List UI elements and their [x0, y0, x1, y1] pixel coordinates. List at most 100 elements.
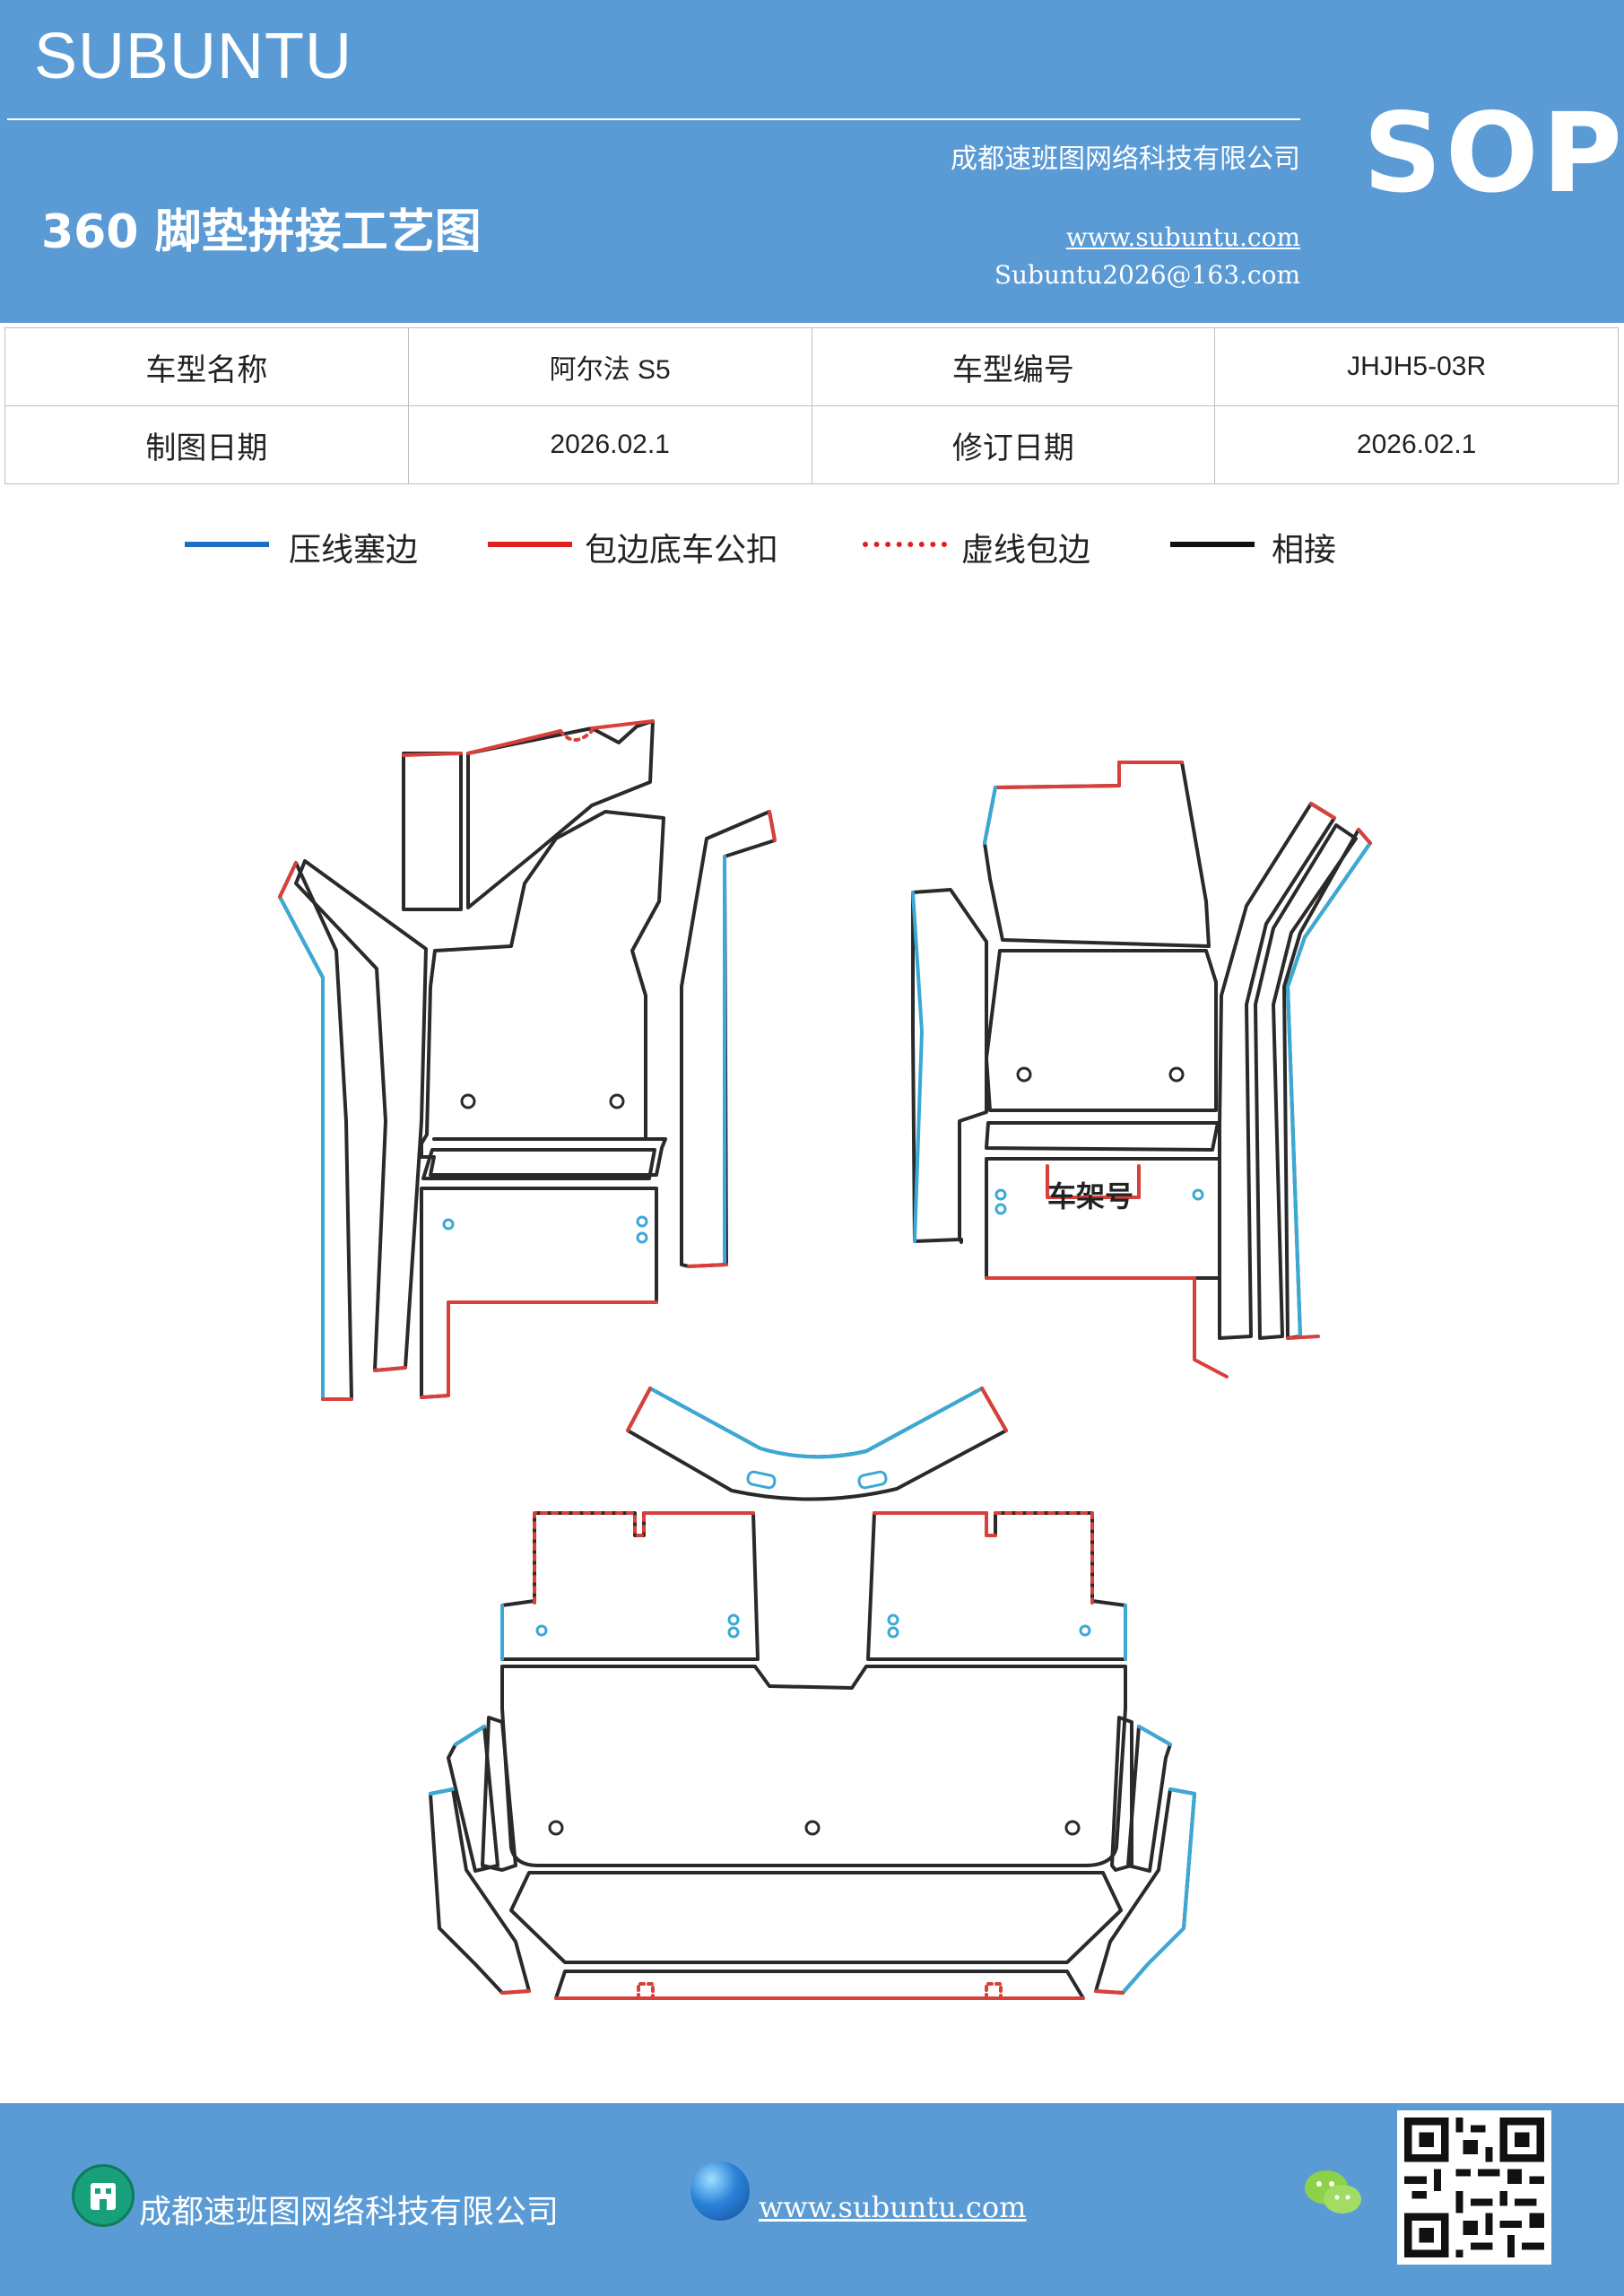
front-left-footwell-top	[466, 719, 655, 909]
rear-main-floor	[500, 1665, 1127, 1867]
front-left-side-strip-outer-edge	[278, 861, 353, 1401]
front-right-door-strip-2	[1254, 823, 1358, 1340]
hole-right-blue-3	[1192, 1188, 1204, 1201]
rear-left-side-strip-3	[429, 1787, 531, 1995]
front-left-door-strip-edge	[687, 810, 777, 1268]
hole-rear-2	[804, 1820, 821, 1836]
rear-slot-right	[857, 1470, 888, 1490]
globe-icon	[690, 2161, 750, 2221]
draw-date-value: 2026.02.1	[407, 405, 812, 484]
front-left-upper-strip	[402, 752, 463, 911]
front-left-door-strip	[680, 810, 777, 1268]
footer-website-link[interactable]: www.subuntu.com	[759, 2190, 1027, 2224]
front-left-footwell-top-edge2	[590, 719, 655, 730]
rear-right-side-strip-3-press	[1121, 1787, 1196, 1995]
legend-swatch-wrap	[488, 542, 572, 547]
rear-heel-bar	[509, 1871, 1123, 1964]
hole-rear-1	[548, 1820, 564, 1836]
rear-left-upper-dotted	[533, 1511, 646, 1605]
rear-right-side-strip-3-edge	[1094, 1989, 1125, 1995]
model-name-label: 车型名称	[4, 327, 409, 406]
front-left-footwell-top-edge	[466, 729, 562, 755]
floor-mat-diagram: 车架号	[278, 719, 1372, 2000]
legend-label-wrap: 包边底车公扣	[585, 532, 779, 569]
hole-left-blue-1	[442, 1218, 455, 1231]
rear-right-side-strip-2	[1126, 1725, 1172, 1873]
hole-left-2	[609, 1093, 625, 1109]
front-right-upper-edge	[994, 761, 1184, 789]
front-right-door-strip-1	[1218, 802, 1336, 1340]
front-left-side-strip-inner	[294, 859, 428, 1372]
front-right-lower	[985, 1157, 1221, 1280]
footer-company-name: 成都速班图网络科技有限公司	[139, 2194, 560, 2231]
front-left-footwell-top-dotted	[559, 729, 594, 742]
hole-rear-blue-6	[1079, 1624, 1091, 1637]
revision-date-label: 修订日期	[811, 405, 1216, 484]
front-right-heel-bar	[985, 1121, 1220, 1152]
front-left-side-strip-outer	[278, 861, 353, 1401]
front-left-main-floor	[420, 810, 667, 1177]
rear-tunnel-bridge-edge	[626, 1387, 1008, 1432]
rear-right-side-strip-1	[1110, 1716, 1133, 1872]
rear-left-side-strip-1	[481, 1716, 517, 1872]
front-left-side-strip-inner-edge	[373, 1366, 407, 1372]
front-left-lower-rug-edge	[420, 1300, 658, 1399]
hole-left-blue-2	[636, 1215, 648, 1228]
hole-rear-blue-1	[535, 1624, 548, 1637]
email-address[interactable]: Subuntu2026@163.com	[994, 260, 1300, 290]
hole-right-1	[1016, 1066, 1032, 1083]
legend: 压线塞边 包边底车公扣 虚线包边 相接	[0, 520, 1624, 574]
rear-slot-left	[746, 1470, 777, 1490]
hole-rear-3	[1064, 1820, 1081, 1836]
sop-mark: SOP	[1363, 90, 1624, 217]
front-left-upper-strip-edge	[402, 752, 463, 757]
vin-label: 车架号	[1047, 1179, 1133, 1213]
table-row: 车型名称 阿尔法 S5 车型编号 JHJH5-03R	[4, 327, 1619, 406]
model-code-value: JHJH5-03R	[1214, 327, 1619, 406]
legend-swatch-press	[185, 542, 269, 547]
brand-name: SUBUNTU	[34, 21, 353, 92]
vehicle-info-table: 车型名称 阿尔法 S5 车型编号 JHJH5-03R 制图日期 2026.02.…	[4, 327, 1619, 484]
legend-swatch-dotted	[863, 542, 947, 547]
website-link[interactable]: www.subuntu.com	[1065, 222, 1300, 252]
legend-label-join: 相接	[1272, 532, 1337, 569]
front-right-door-strip-edge	[1286, 802, 1372, 1340]
front-right-vin-frame	[1046, 1164, 1141, 1199]
model-name-value: 阿尔法 S5	[407, 327, 812, 406]
model-code-label: 车型编号	[811, 327, 1216, 406]
rear-right-upper-dotted	[994, 1511, 1094, 1605]
hole-rear-blue-3	[727, 1626, 740, 1639]
front-right-left-strip	[911, 888, 988, 1244]
rear-left-side-strip-3-press	[429, 1787, 455, 1796]
front-right-door-strip-press	[1286, 841, 1372, 1338]
draw-date-label: 制图日期	[4, 405, 409, 484]
rear-left-upper	[500, 1511, 760, 1661]
rear-bottom-strip	[554, 1970, 1085, 2000]
rear-bottom-strip-dotted-right	[985, 1982, 1003, 2000]
qr-code	[1397, 2110, 1551, 2265]
document-title: 360 脚垫拼接工艺图	[41, 205, 482, 259]
wechat-icon[interactable]	[1302, 2166, 1365, 2220]
front-left-side-strip-outer-press	[278, 895, 325, 1401]
hole-right-blue-1	[994, 1188, 1007, 1201]
table-row: 制图日期 2026.02.1 修订日期 2026.02.1	[4, 405, 1619, 484]
header-banner: SUBUNTU 成都速班图网络科技有限公司 www.subuntu.com Su…	[0, 0, 1624, 323]
rear-tunnel-bridge-press	[648, 1387, 984, 1459]
hole-right-2	[1168, 1066, 1185, 1083]
front-left-mat-group	[278, 719, 777, 1401]
hole-left-blue-3	[636, 1231, 648, 1244]
front-right-upper-press	[983, 786, 997, 845]
hole-right-blue-2	[994, 1203, 1007, 1215]
front-right-lower-edge	[985, 1276, 1229, 1378]
hole-rear-blue-5	[887, 1626, 899, 1639]
rear-left-side-strip-3-edge	[500, 1989, 531, 1995]
legend-swatch-join	[1170, 542, 1255, 547]
front-right-main	[985, 949, 1218, 1112]
front-right-mat-group: 车架号	[911, 761, 1372, 1378]
footer-banner: 成都速班图网络科技有限公司 www.subuntu.com	[0, 2103, 1624, 2296]
company-name: 成都速班图网络科技有限公司	[951, 144, 1300, 175]
hole-left-1	[460, 1093, 476, 1109]
front-left-heel-bar	[421, 1148, 656, 1180]
front-right-left-strip-press	[911, 891, 924, 1243]
legend-label-press: 压线塞边	[289, 532, 419, 569]
